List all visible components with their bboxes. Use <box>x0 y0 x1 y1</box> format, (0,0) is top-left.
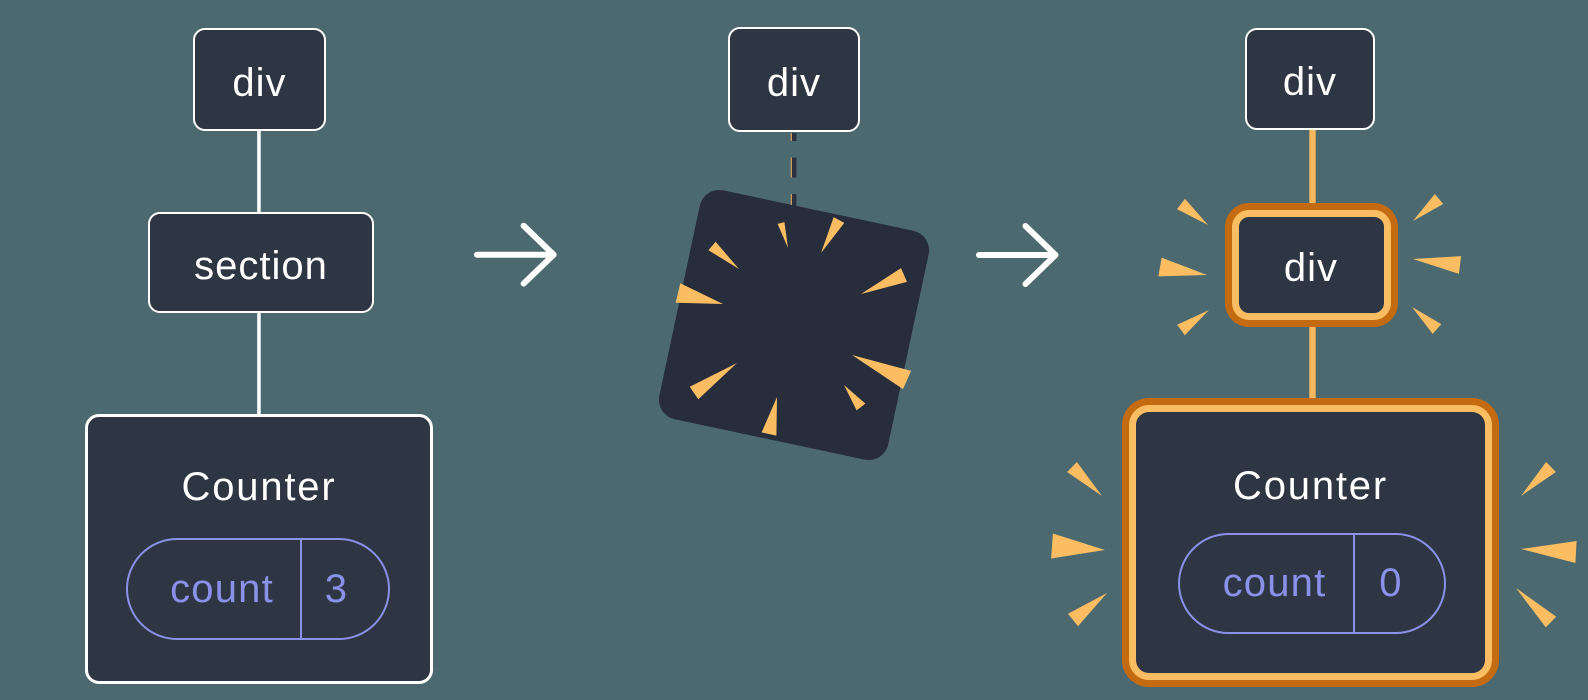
before-counter-component: Counter count 3 <box>85 414 433 684</box>
before-connector-child-counter <box>257 311 261 416</box>
before-child-label: section <box>194 243 328 288</box>
sparks-around-counter-icon <box>1051 462 1577 628</box>
after-root-node: div <box>1245 28 1375 130</box>
before-root-node: div <box>193 28 326 131</box>
after-counter-component-highlighted: Counter count 0 <box>1129 405 1492 680</box>
before-state-value: 3 <box>300 540 388 638</box>
before-child-node: section <box>148 212 374 313</box>
before-root-label: div <box>232 60 287 105</box>
arrow-right-icon <box>976 223 1059 287</box>
after-root-label: div <box>1282 60 1338 104</box>
before-connector-root-child <box>257 130 261 214</box>
before-state-pill: count 3 <box>126 538 390 640</box>
before-counter-title: Counter <box>181 465 337 509</box>
after-state-pill: count 0 <box>1178 533 1446 634</box>
before-state-name: count <box>170 566 274 611</box>
after-state-name: count <box>1222 561 1327 605</box>
after-child-label: div <box>1283 245 1339 290</box>
arrow-right-icon <box>474 222 557 287</box>
deleted-node-poof-icon <box>658 189 930 461</box>
after-child-node-highlighted: div <box>1231 209 1391 320</box>
after-counter-title: Counter <box>1233 464 1388 508</box>
after-state-value: 0 <box>1353 535 1444 632</box>
transition-root-node: div <box>728 27 860 132</box>
sparks-around-div-icon <box>1158 194 1462 336</box>
transition-root-label: div <box>766 60 822 105</box>
